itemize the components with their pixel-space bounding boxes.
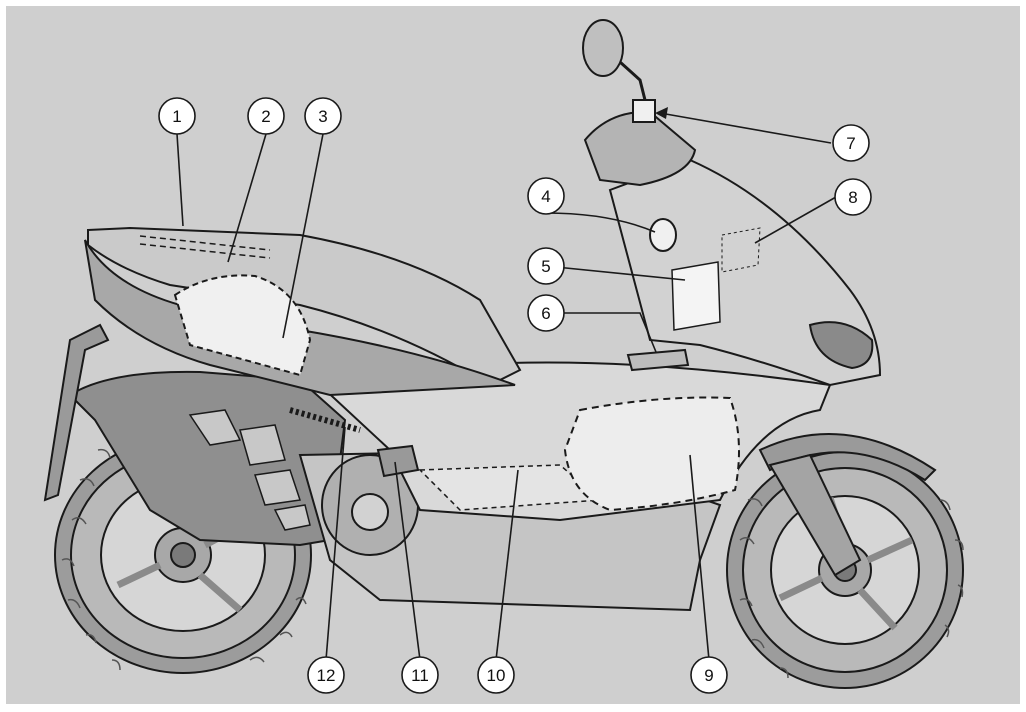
- fuel-tank: [563, 396, 740, 512]
- headlight: [808, 321, 874, 370]
- callout-5: 5: [527, 247, 565, 285]
- callout-4: 4: [527, 177, 565, 215]
- front-fork: [768, 453, 862, 577]
- callout-12-label: 12: [317, 666, 336, 685]
- seat: [87, 226, 522, 387]
- callout-4-label: 4: [541, 187, 550, 206]
- mirror: [582, 19, 624, 77]
- callout-9-label: 9: [704, 666, 713, 685]
- callout-7-label: 7: [846, 134, 855, 153]
- hatched-area: [721, 227, 761, 273]
- callout-3-label: 3: [318, 107, 327, 126]
- callout-12: 12: [307, 656, 345, 694]
- callout-6-label: 6: [541, 304, 550, 323]
- rear-plate-bracket: [43, 323, 110, 502]
- callout-11: 11: [401, 656, 439, 694]
- callout-1: 1: [158, 97, 196, 135]
- ignition-lock: [649, 218, 677, 252]
- label-plate: [671, 261, 721, 331]
- callout-6: 6: [527, 294, 565, 332]
- callout-9: 9: [690, 656, 728, 694]
- engine-fitting: [376, 444, 420, 478]
- callout-2: 2: [247, 97, 285, 135]
- oil-filler: [626, 348, 690, 372]
- callout-8-label: 8: [848, 188, 857, 207]
- callout-11-label: 11: [411, 666, 429, 685]
- callout-8: 8: [834, 178, 872, 216]
- lock-plate: [632, 99, 656, 123]
- callout-10: 10: [477, 656, 515, 694]
- leader-lines: [176, 112, 837, 661]
- rear-spring: [289, 407, 361, 433]
- callout-5-label: 5: [541, 257, 550, 276]
- helmet-compartment: [173, 274, 312, 377]
- handlebar-cowl: [583, 110, 697, 187]
- callout-3: 3: [304, 97, 342, 135]
- callout-10-label: 10: [487, 666, 506, 685]
- rear-fairing: [84, 239, 516, 397]
- callout-1-label: 1: [172, 107, 181, 126]
- arrowheads: [655, 107, 668, 119]
- callout-7: 7: [832, 124, 870, 162]
- callout-2-label: 2: [261, 107, 270, 126]
